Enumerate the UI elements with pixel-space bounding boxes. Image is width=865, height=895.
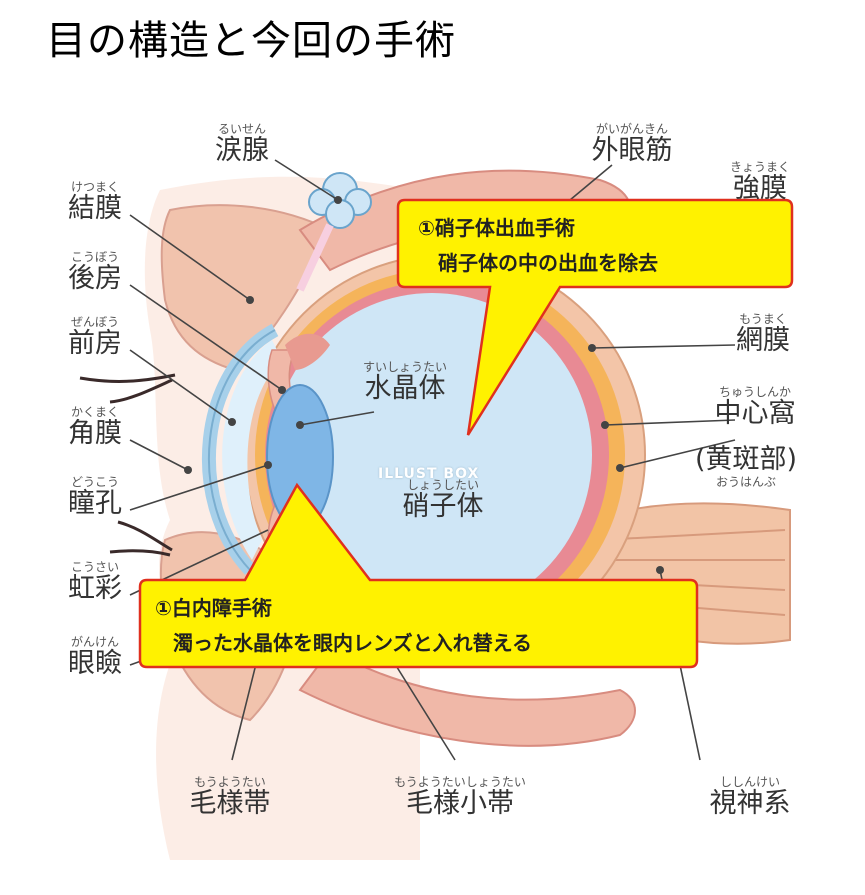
label-fovea: ちゅうしんか 中心窩 — [714, 385, 796, 429]
callout-cataract-desc: 濁った水晶体を眼内レンズと入れ替える — [173, 631, 532, 655]
callout-vitrectomy-desc: 硝子体の中の出血を除去 — [438, 251, 658, 275]
label-macula: (黄斑部) おうはんぶ — [694, 444, 798, 490]
label-conjunctiva: けつまく 結膜 — [68, 180, 122, 224]
label-vitreous-body: しょうしたい 硝子体 — [402, 478, 484, 522]
callout-vitrectomy-title: ①硝子体出血手術 — [418, 216, 575, 240]
label-eyelid: がんけん 眼瞼 — [68, 635, 122, 679]
label-optic-nerve: ししんけい 視神系 — [709, 775, 791, 819]
label-extraocular-muscle: がいがんきん 外眼筋 — [591, 122, 673, 166]
anterior-chamber — [222, 340, 282, 560]
ciliary-upper — [285, 333, 330, 370]
label-anterior-chamber: ぜんぼう 前房 — [68, 315, 122, 359]
label-crystalline-lens: すいしょうたい 水晶体 — [362, 360, 447, 404]
label-zonule: もうようたいしょうたい 毛様小帯 — [394, 775, 526, 819]
label-sclera: きょうまく 強膜 — [729, 160, 790, 204]
callout-cataract: ①白内障手術 濁った水晶体を眼内レンズと入れ替える — [155, 592, 532, 656]
label-ciliary-body: もうようたい 毛様帯 — [189, 775, 271, 819]
extraocular-muscle-bottom — [298, 648, 636, 747]
label-cornea: かくまく 角膜 — [68, 405, 122, 449]
leader-dots — [184, 196, 664, 574]
callout-vitrectomy-box — [396, 198, 794, 436]
watermark: ILLUST BOX — [378, 466, 480, 482]
label-iris: こうさい 虹彩 — [68, 560, 122, 604]
label-pupil: どうこう 瞳孔 — [68, 475, 122, 519]
callout-cataract-title: ①白内障手術 — [155, 596, 272, 620]
label-lacrimal-gland: るいせん 涙腺 — [215, 122, 269, 166]
callout-cataract-box — [138, 482, 699, 669]
lower-eyelash — [109, 520, 173, 557]
page-title: 目の構造と今回の手術 — [46, 18, 456, 64]
label-retina: もうまく 網膜 — [736, 312, 790, 356]
label-posterior-chamber: こうぼう 後房 — [68, 250, 122, 294]
callout-vitrectomy: ①硝子体出血手術 硝子体の中の出血を除去 — [418, 212, 658, 276]
vitreous-body — [272, 293, 592, 617]
